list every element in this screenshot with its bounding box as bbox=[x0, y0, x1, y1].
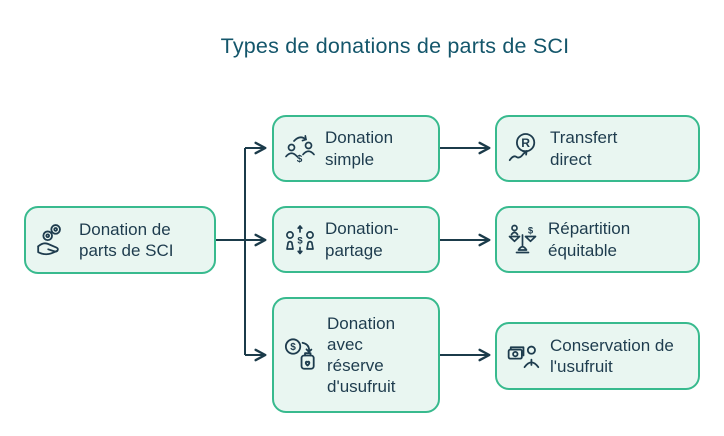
node-label: Répartition équitable bbox=[548, 219, 631, 260]
balance-scale-icon: $ bbox=[506, 223, 540, 257]
svg-text:$: $ bbox=[290, 342, 296, 353]
node-type-donation-reserve-usufruit: $ Donation avec réserve d'usufruit bbox=[272, 297, 440, 413]
node-type-donation-partage: $ Donation-partage bbox=[272, 206, 440, 273]
node-type-donation-simple: $ Donation simple bbox=[272, 115, 440, 182]
node-label: Donation avec réserve d'usufruit bbox=[327, 313, 396, 397]
node-label: Conservation de l'usufruit bbox=[550, 335, 674, 376]
svg-text:$: $ bbox=[528, 225, 534, 236]
node-result-repartition-equitable: $ Répartition équitable bbox=[495, 206, 700, 273]
node-root: Donation de parts de SCI bbox=[24, 206, 216, 274]
svg-text:R: R bbox=[521, 135, 530, 149]
svg-text:$: $ bbox=[297, 235, 303, 246]
node-label: Donation-partage bbox=[325, 219, 399, 260]
node-result-conservation-usufruit: Conservation de l'usufruit bbox=[495, 322, 700, 390]
dollar-transfer-badge-icon: $ bbox=[283, 337, 319, 373]
r-coin-growth-arrow-icon: R bbox=[506, 131, 542, 167]
node-label: Transfert direct bbox=[550, 128, 618, 169]
node-label: Donation de parts de SCI bbox=[79, 219, 174, 260]
diagram-title: Types de donations de parts de SCI bbox=[220, 34, 570, 58]
svg-text:$: $ bbox=[297, 154, 303, 165]
people-money-exchange-icon: $ bbox=[283, 223, 317, 257]
node-label: Donation simple bbox=[325, 128, 394, 169]
node-result-transfert-direct: R Transfert direct bbox=[495, 115, 700, 182]
hand-coins-icon bbox=[35, 222, 71, 258]
wallet-person-icon bbox=[506, 338, 542, 374]
people-money-transfer-icon: $ bbox=[283, 132, 317, 166]
